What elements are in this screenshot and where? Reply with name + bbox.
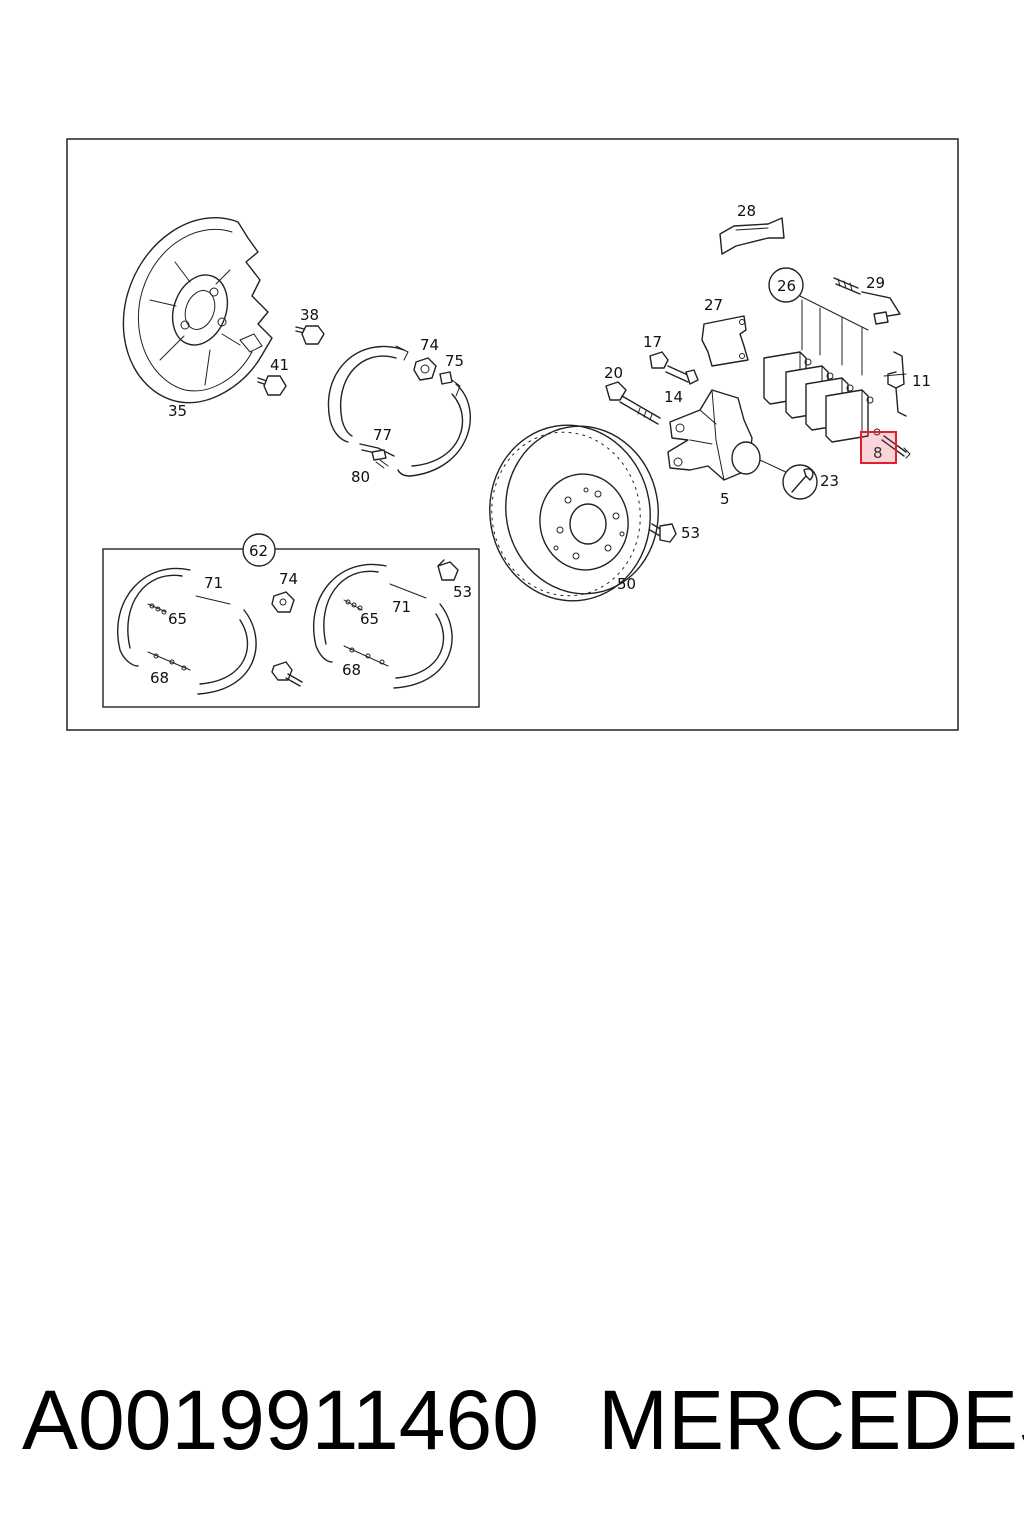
shim-27-part — [701, 315, 749, 367]
kit-62-callout — [242, 533, 276, 567]
callout-14: 14 — [664, 388, 683, 406]
anti-rattle-spring-28-part — [719, 217, 785, 255]
kit-bolt-part — [271, 661, 303, 687]
callout-27: 27 — [704, 296, 723, 314]
diagram-frame — [66, 138, 959, 731]
screw-53-part — [649, 523, 677, 543]
callout-28: 28 — [737, 202, 756, 220]
callout-35: 35 — [168, 402, 187, 420]
callout-26: 26 — [777, 277, 796, 295]
backing-plate-part — [122, 217, 273, 404]
kit-adjuster-74-part — [271, 591, 295, 613]
callout-8: 8 — [873, 444, 883, 462]
callout-62: 62 — [249, 542, 268, 560]
callout-41: 41 — [270, 356, 289, 374]
brake-disc-50-part — [489, 424, 659, 602]
callout-20: 20 — [604, 364, 623, 382]
pad-set-26-callout — [768, 267, 869, 376]
callout-74-top: 74 — [420, 336, 439, 354]
callout-5: 5 — [720, 490, 730, 508]
callout-50: 50 — [617, 575, 636, 593]
parking-brake-shoes-part — [327, 345, 471, 477]
sleeve-75-part — [439, 371, 453, 385]
callout-29: 29 — [866, 274, 885, 292]
callout-68-right: 68 — [342, 661, 361, 679]
brand-name: MERCEDES — [598, 1373, 1024, 1467]
spring-clip-77-part — [359, 443, 395, 469]
kit-shoes-left-part — [117, 567, 257, 695]
wrench-23-icon — [782, 464, 818, 500]
caption: A0019911460 MERCEDES — [0, 1370, 1024, 1470]
callout-38: 38 — [300, 306, 319, 324]
callout-23: 23 — [820, 472, 839, 490]
retaining-spring-11-part — [883, 351, 907, 417]
callout-68-left: 68 — [150, 669, 169, 687]
caliper-5-part — [667, 389, 791, 481]
callout-74-kit: 74 — [279, 570, 298, 588]
highlight-box-part-8[interactable] — [860, 431, 897, 464]
callout-80: 80 — [351, 468, 370, 486]
dust-cap-17-part — [649, 351, 669, 369]
callout-71-left: 71 — [204, 574, 223, 592]
callout-53-top: 53 — [681, 524, 700, 542]
bleeder-14-part — [665, 365, 699, 385]
part-number: A0019911460 — [22, 1373, 539, 1467]
callout-75: 75 — [445, 352, 464, 370]
kit-shoes-right-part — [313, 563, 453, 689]
callout-71-right: 71 — [392, 598, 411, 616]
brake-pads-part — [763, 351, 874, 443]
adjuster-74-part — [413, 357, 437, 381]
callout-65-right: 65 — [360, 610, 379, 628]
callout-53-kit: 53 — [453, 583, 472, 601]
callout-65-left: 65 — [168, 610, 187, 628]
kit-screw-53-part — [437, 559, 459, 581]
exploded-parts-diagram: 35 38 41 74 75 77 80 28 — [66, 138, 959, 731]
bolt-20-part — [605, 381, 661, 425]
bolt-41-part — [257, 375, 287, 396]
callout-17: 17 — [643, 333, 662, 351]
kit-inset-frame — [102, 548, 480, 708]
bolt-38-part — [295, 325, 325, 345]
callout-77: 77 — [373, 426, 392, 444]
wear-sensor-29-part — [833, 277, 901, 325]
callout-11: 11 — [912, 372, 931, 390]
